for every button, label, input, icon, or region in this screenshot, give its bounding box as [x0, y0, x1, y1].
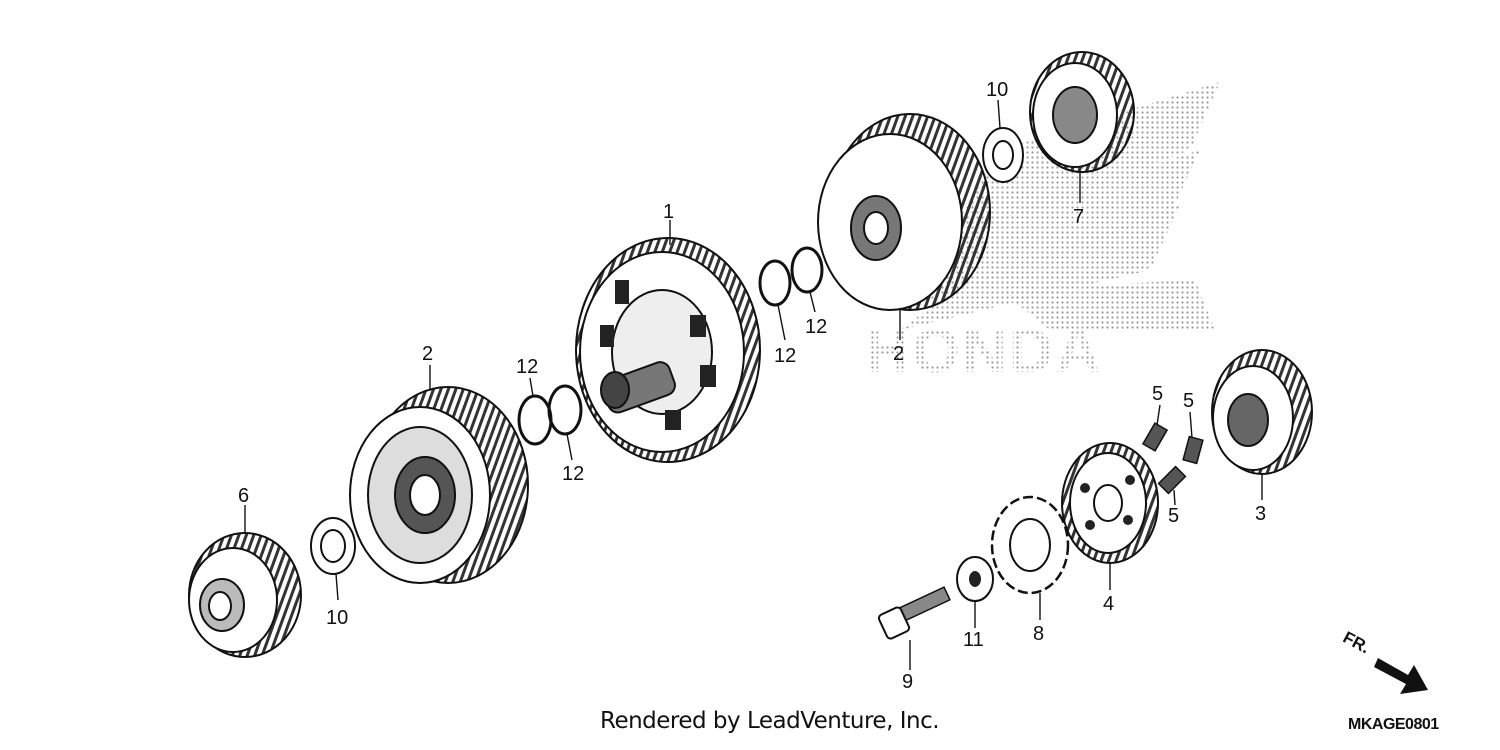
callout-5-bottom: 5 [1168, 505, 1179, 527]
part-2-clutch-outer-left [349, 386, 529, 584]
front-label: FR. [1340, 628, 1373, 658]
part-9-bolt [877, 586, 951, 640]
part-6-gear [188, 532, 302, 658]
callout-6: 6 [238, 485, 249, 507]
leader-lines [244, 99, 1263, 670]
callout-12-a: 12 [516, 356, 538, 378]
callout-2-left: 2 [422, 343, 433, 365]
part-8-lock-plate [990, 495, 1070, 595]
part-10-washer-left [310, 517, 356, 575]
part-5-springs [1141, 422, 1204, 495]
callout-12-d: 12 [805, 316, 827, 338]
front-direction-indicator: FR. [1340, 628, 1428, 694]
callout-11: 11 [963, 629, 984, 651]
part-12-washers-right [758, 246, 824, 307]
part-11-washer [956, 556, 994, 602]
diagram-code: MKAGE0801 [1348, 716, 1439, 733]
part-10-washer-right [982, 127, 1024, 183]
callout-4: 4 [1103, 593, 1114, 615]
callout-3: 3 [1255, 503, 1266, 525]
honda-logo-text: HONDA [865, 317, 1102, 386]
part-7-gear [1029, 51, 1135, 173]
callout-5-top: 5 [1152, 383, 1163, 405]
callout-5-right: 5 [1183, 390, 1194, 412]
callout-8: 8 [1033, 623, 1044, 645]
part-2-clutch-outer-right [817, 113, 991, 311]
callout-9: 9 [902, 671, 913, 693]
callout-1: 1 [663, 201, 674, 223]
callout-12-c: 12 [774, 345, 796, 367]
front-arrow-icon [1374, 658, 1428, 694]
part-12-washers-left [517, 384, 583, 446]
callout-10-right: 10 [986, 79, 1008, 101]
callout-10-left: 10 [326, 607, 348, 629]
callout-7: 7 [1073, 206, 1084, 228]
callout-2-right: 2 [893, 343, 904, 365]
callout-12-b: 12 [562, 463, 584, 485]
render-credit: Rendered by LeadVenture, Inc. [600, 708, 940, 734]
part-4-sprocket-plate [1061, 442, 1159, 564]
part-1-primary-driven-gear [575, 237, 761, 463]
honda-wing-logo-watermark: HONDA [865, 82, 1220, 386]
part-3-gear [1211, 349, 1313, 475]
